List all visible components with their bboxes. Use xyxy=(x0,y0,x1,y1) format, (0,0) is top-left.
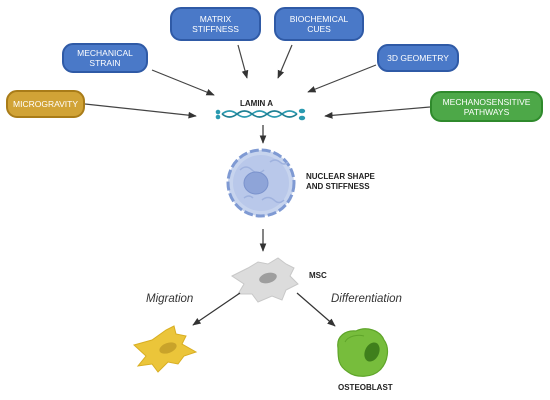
arrow-biochemical-cues xyxy=(277,44,293,79)
input-mechanosensitive-pathways: MECHANOSENSITIVE PATHWAYS xyxy=(430,91,543,122)
arrow-microgravity xyxy=(84,103,197,119)
lamin-a-label: LAMIN A xyxy=(240,99,274,108)
arrow-mechanosensitive xyxy=(324,106,431,119)
input-3d-geometry: 3D GEOMETRY xyxy=(377,44,459,72)
nuclear-shape-label: NUCLEAR SHAPE AND STIFFNESS xyxy=(306,172,375,191)
arrow-msc-to-differentiation xyxy=(296,292,336,327)
input-mechanical-strain: MECHANICAL STRAIN xyxy=(62,43,148,73)
arrow-mechanical-strain xyxy=(151,69,215,96)
migrating-cell-graphic xyxy=(132,325,198,373)
differentiation-label: Differentiation xyxy=(331,293,402,305)
msc-cell-graphic xyxy=(231,257,299,303)
arrow-matrix-stiffness xyxy=(237,44,249,79)
input-arrows xyxy=(84,44,431,119)
nucleus-graphic xyxy=(226,148,296,218)
msc-label: MSC xyxy=(309,271,327,280)
arrow-msc-to-migration xyxy=(192,292,241,326)
input-microgravity: MICROGRAVITY xyxy=(6,90,85,118)
osteoblast-graphic xyxy=(337,328,389,377)
input-biochemical-cues: BIOCHEMICAL CUES xyxy=(274,7,364,41)
osteoblast-label: OSTEOBLAST xyxy=(338,383,393,392)
migration-label: Migration xyxy=(146,293,194,305)
input-matrix-stiffness: MATRIX STIFFNESS xyxy=(170,7,261,41)
arrow-3d-geometry xyxy=(307,64,377,93)
lamin-a-filament xyxy=(215,108,306,121)
